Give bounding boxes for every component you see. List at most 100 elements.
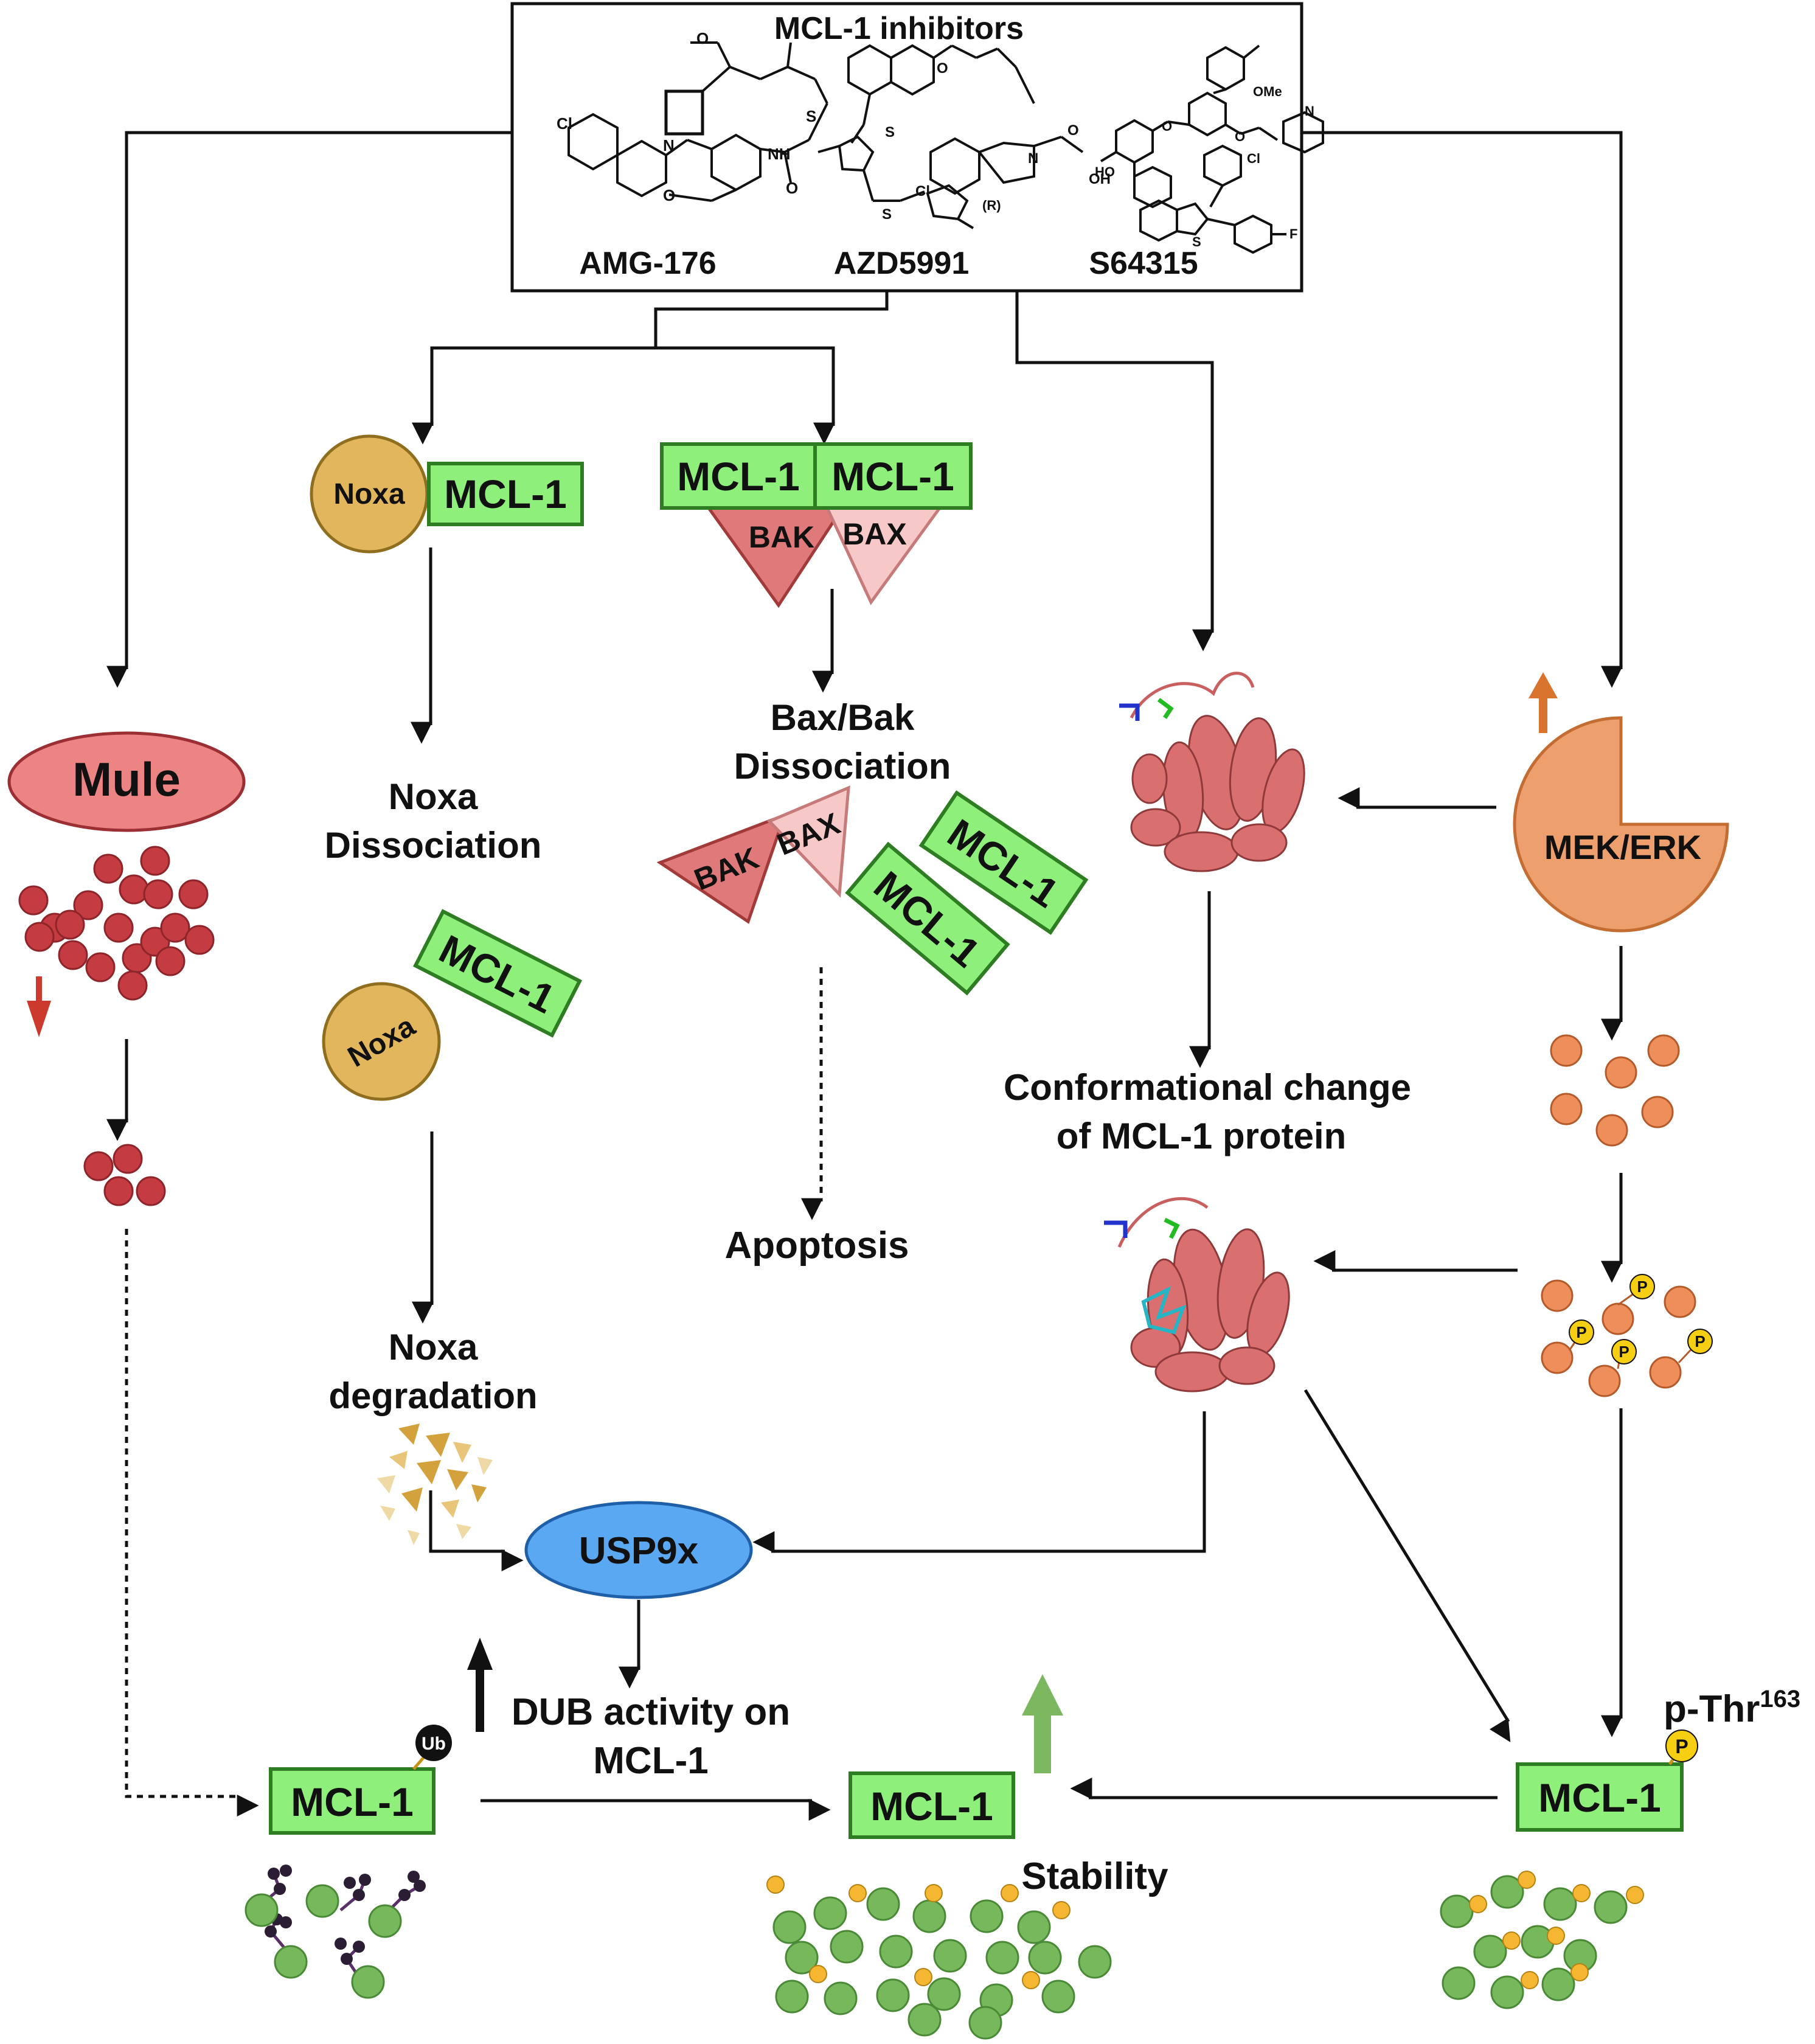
stable-dots bbox=[766, 1875, 1112, 2040]
bax-bak-complex: BAK BAX MCL-1 MCL-1 bbox=[660, 442, 973, 608]
mcl1-protein-inhibitor-bound-icon bbox=[1104, 1197, 1290, 1392]
mcl1-label-noxa: MCL-1 bbox=[444, 471, 567, 516]
usp9x-label: USP9x bbox=[579, 1530, 699, 1572]
phospho-label-mcl1: P bbox=[1675, 1736, 1688, 1757]
arrow-to-mek bbox=[1302, 131, 1623, 688]
mcl1-box-dissociated bbox=[412, 909, 583, 1038]
mule-dots bbox=[18, 846, 215, 1001]
amg-cl-label: Cl bbox=[557, 114, 572, 133]
dissociated-bax-bak: BAK BAX MCL-1 MCL-1 bbox=[656, 785, 1089, 996]
s64315-structure bbox=[1100, 44, 1324, 254]
mcl1-protein-structure-icon bbox=[1119, 672, 1305, 872]
phospho-badge bbox=[1629, 1274, 1655, 1299]
mek-erk-pacman bbox=[1513, 716, 1729, 933]
noxa-mcl1-complex: Noxa MCL-1 bbox=[310, 434, 584, 554]
amg-ome-label: O bbox=[696, 29, 709, 47]
azd-r-label: (R) bbox=[982, 198, 1001, 213]
arrow-to-noxa-complex bbox=[412, 346, 656, 445]
mcl1-label-ub: MCL-1 bbox=[291, 1779, 414, 1824]
mule-ellipse bbox=[7, 731, 246, 832]
connectors bbox=[106, 131, 1623, 1821]
s6-s-label: S bbox=[1192, 234, 1201, 249]
noxa-degradation-line2: degradation bbox=[328, 1375, 537, 1416]
mcl1-box-dissociated-a bbox=[918, 790, 1089, 935]
mcl1-box-noxa bbox=[427, 462, 584, 526]
mcl1-box-dissociated-b bbox=[845, 841, 1010, 996]
azd5991-atom-labels: S O Cl N (R) O OH S bbox=[882, 60, 1111, 223]
amg176-atom-labels: Cl N O O S NH O bbox=[557, 29, 816, 204]
noxa-label: Noxa bbox=[333, 478, 405, 510]
phospho-badge-mcl1 bbox=[1665, 1729, 1698, 1762]
stability-label: Stability bbox=[1021, 1855, 1168, 1897]
pthr-label: p-Thr163 bbox=[1664, 1686, 1800, 1730]
usp9x-ellipse bbox=[524, 1501, 753, 1599]
arrow-protein-to-usp9x bbox=[752, 1411, 1206, 1553]
phospho-mcl1: MCL-1 P p-Thr163 bbox=[1516, 1686, 1800, 1832]
stability-up-arrow-icon bbox=[1022, 1674, 1063, 1773]
bak-triangle-dissociated bbox=[656, 812, 788, 924]
mcl1-label-stable: MCL-1 bbox=[870, 1784, 993, 1829]
phosphorylated-erk-dots: P P P P bbox=[1541, 1274, 1713, 1397]
mek-erk-label: MEK/ERK bbox=[1544, 828, 1701, 866]
apoptosis-label: Apoptosis bbox=[724, 1225, 909, 1267]
conformational-line1: Conformational change bbox=[1004, 1067, 1411, 1108]
arrow-noxa-degr-to-usp9x bbox=[429, 1490, 524, 1571]
phospho-label: P bbox=[1695, 1332, 1705, 1350]
noxa-degradation-line1: Noxa bbox=[389, 1327, 478, 1368]
azd-s2-label: S bbox=[882, 206, 892, 223]
s6-f-label: F bbox=[1289, 226, 1297, 242]
dub-line1: DUB activity on bbox=[512, 1691, 790, 1733]
bax-triangle-dissociated bbox=[766, 785, 850, 898]
bax-dissociation-line2: Dissociation bbox=[734, 746, 951, 787]
erk-dots bbox=[1550, 1034, 1680, 1147]
mule-decrease-arrow-icon bbox=[27, 976, 51, 1037]
azd-cl-label: Cl bbox=[915, 183, 930, 200]
arrow-mule-to-ub-mcl1 bbox=[125, 1229, 259, 1816]
compound-azd5991: AZD5991 bbox=[834, 246, 970, 281]
amg176-structure bbox=[567, 41, 828, 202]
stable-mcl1: MCL-1 Stability bbox=[849, 1674, 1168, 1897]
amg-o2-label: O bbox=[786, 179, 798, 197]
s6-o2-label: O bbox=[1162, 119, 1172, 134]
mcl1-label-bax: MCL-1 bbox=[831, 454, 954, 499]
noxa-dissociation-line2: Dissociation bbox=[325, 825, 542, 866]
usp9x-group: USP9x bbox=[524, 1501, 753, 1599]
noxa-dissociation-line1: Noxa bbox=[389, 776, 478, 817]
s6-ho-label: HO bbox=[1095, 164, 1115, 179]
phospho-dots bbox=[1440, 1871, 1644, 2009]
mule-label: Mule bbox=[72, 753, 181, 806]
dub-up-arrow-icon bbox=[467, 1638, 493, 1732]
noxa-circle-dissociated bbox=[322, 982, 441, 1101]
s64315-atom-labels: OMe O O Cl HO S F N bbox=[1095, 84, 1314, 249]
mek-up-arrow-icon bbox=[1529, 672, 1558, 733]
compound-amg176: AMG-176 bbox=[579, 246, 716, 281]
ub-label: Ub bbox=[422, 1734, 446, 1754]
ubiquitinated-dots bbox=[245, 1865, 426, 1999]
mcl1-box-bax bbox=[813, 442, 973, 510]
dissociated-noxa-mcl1: MCL-1 Noxa bbox=[322, 909, 583, 1101]
phospho-label: P bbox=[1619, 1343, 1629, 1361]
azd-s-label: S bbox=[885, 124, 895, 141]
conformational-line2: of MCL-1 protein bbox=[1057, 1116, 1347, 1156]
phospho-label: P bbox=[1576, 1323, 1586, 1341]
s6-cl-label: Cl bbox=[1247, 151, 1260, 166]
mule-few-dots bbox=[83, 1144, 166, 1206]
azd-o2-label: O bbox=[1067, 122, 1079, 139]
arrow-to-protein bbox=[1015, 291, 1214, 652]
amg-s-label: S bbox=[806, 107, 816, 125]
phospho-badge bbox=[1611, 1339, 1637, 1364]
mcl1-label-phospho: MCL-1 bbox=[1538, 1775, 1661, 1820]
s6-ome-label: OMe bbox=[1253, 84, 1282, 99]
arrow-split-stem bbox=[654, 291, 889, 348]
phospho-badge bbox=[1569, 1319, 1594, 1345]
arrow-protein-to-pthr bbox=[1303, 1389, 1511, 1742]
mcl1-box-ub bbox=[269, 1767, 436, 1835]
mcl1-label-bak: MCL-1 bbox=[677, 454, 800, 499]
bax-dissociation-line1: Bax/Bak bbox=[771, 697, 915, 738]
amg-n-label: N bbox=[663, 136, 675, 155]
mule-group: Mule bbox=[7, 731, 246, 832]
mcl1-box-bak bbox=[660, 442, 817, 510]
inhibitors-title: MCL-1 inhibitors bbox=[774, 11, 1024, 46]
inhibitor-box: MCL-1 inhibitors Cl N bbox=[510, 2, 1324, 293]
